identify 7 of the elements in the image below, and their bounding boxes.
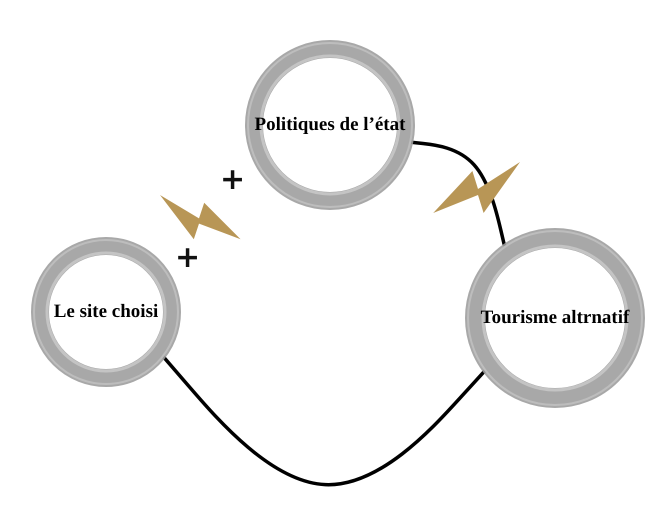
connector-line xyxy=(162,356,486,486)
node-label: Le site choisi xyxy=(54,301,158,323)
plus-sign: + xyxy=(175,243,200,273)
node-label: Politiques de l’état xyxy=(254,114,406,136)
node-label: Tourisme altrnatif xyxy=(480,307,630,329)
connector-line xyxy=(411,140,506,246)
plus-sign: + xyxy=(220,165,246,195)
